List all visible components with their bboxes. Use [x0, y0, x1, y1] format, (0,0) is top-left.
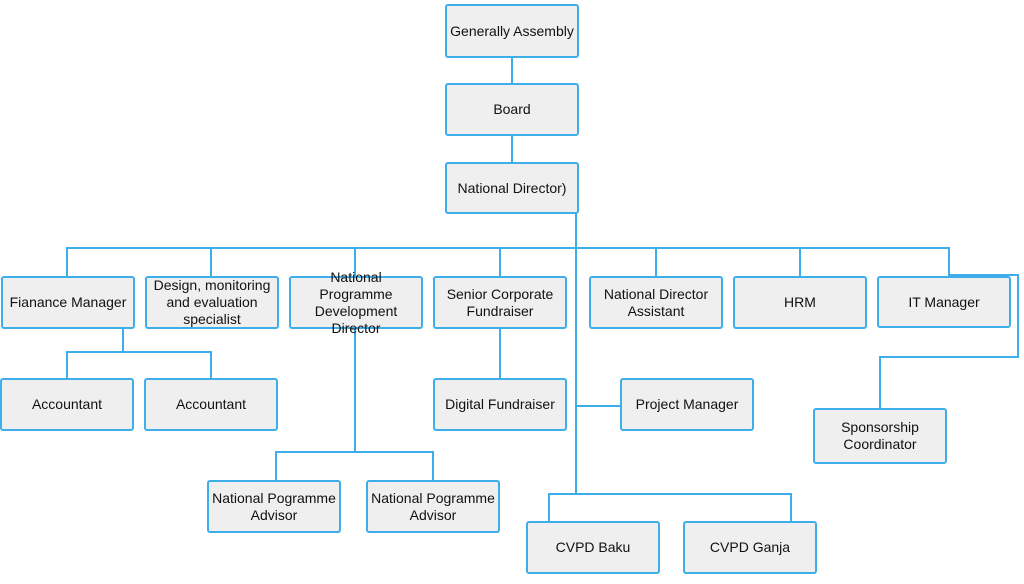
node-label: Senior Corporate Fundraiser — [446, 285, 554, 319]
node-cvpd-baku: CVPD Baku — [526, 521, 660, 574]
node-label: National Director) — [457, 179, 567, 196]
node-it-manager: IT Manager — [877, 276, 1011, 328]
node-label: National Programme Development Director — [314, 268, 398, 336]
node-board: Board — [445, 83, 579, 136]
node-label: HRM — [784, 294, 816, 310]
node-design-monitoring: Design, monitoring and evaluation specia… — [145, 276, 279, 329]
node-label: Accountant — [31, 396, 103, 412]
node-label: Generally Assembly — [450, 22, 574, 39]
node-label: Digital Fundraiser — [445, 396, 555, 412]
node-finance-manager: Fianance Manager — [1, 276, 135, 329]
node-label: Design, monitoring and evaluation specia… — [153, 277, 271, 327]
node-cvpd-ganja: CVPD Ganja — [683, 521, 817, 574]
node-np-advisor-1: National Pogramme Advisor — [207, 480, 341, 533]
node-label: Board — [493, 101, 531, 117]
node-label: Sponsorship Coordinator — [841, 419, 919, 452]
node-sponsorship-coordinator: Sponsorship Coordinator — [813, 408, 947, 464]
node-npd-director: National Programme Development Director — [289, 269, 423, 336]
node-np-advisor-2: National Pogramme Advisor — [366, 480, 500, 533]
node-label: Fianance Manager — [9, 294, 127, 310]
node-senior-fundraiser: Senior Corporate Fundraiser — [433, 276, 567, 329]
node-general-assembly: Generally Assembly — [445, 4, 579, 58]
node-accountant-1: Accountant — [0, 378, 134, 431]
node-label: National Pogramme Advisor — [212, 489, 336, 523]
connector-it-sponsorship — [879, 274, 1019, 409]
node-label: Accountant — [175, 396, 247, 412]
node-project-manager: Project Manager — [620, 378, 754, 431]
node-national-director: National Director) — [445, 162, 579, 214]
node-label: National Director Assistant — [603, 285, 709, 319]
node-accountant-2: Accountant — [144, 378, 278, 431]
node-label: IT Manager — [908, 293, 980, 310]
node-label: CVPD Ganja — [709, 539, 791, 555]
node-digital-fundraiser: Digital Fundraiser — [433, 378, 567, 431]
node-label: Project Manager — [635, 396, 739, 412]
node-nd-assistant: National Director Assistant — [589, 276, 723, 329]
node-label: National Pogramme Advisor — [371, 489, 495, 523]
node-hrm: HRM — [733, 276, 867, 329]
node-label: CVPD Baku — [555, 539, 631, 555]
